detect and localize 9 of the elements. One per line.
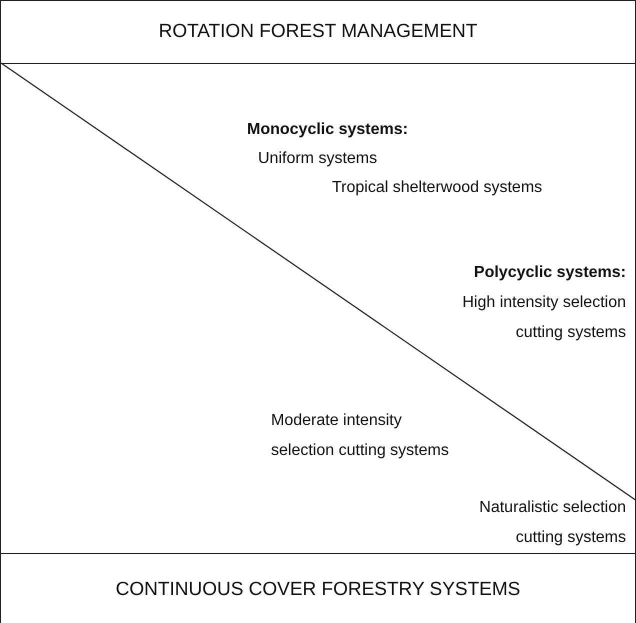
system-label: Moderate intensity selection cutting systems [271, 411, 450, 461]
system-label: Uniform systems [258, 149, 378, 169]
system-label: High intensity selection cutting systems [461, 293, 626, 343]
category-heading: Polycyclic systems: [472, 263, 626, 283]
band-title: CONTINUOUS COVER FORESTRY SYSTEMS [116, 578, 520, 600]
category-heading: Monocyclic systems: [247, 120, 409, 140]
system-label: Naturalistic selection cutting systems [478, 498, 626, 548]
system-label: Tropical shelterwood systems [332, 178, 544, 198]
band-title: ROTATION FOREST MANAGEMENT [158, 21, 478, 43]
